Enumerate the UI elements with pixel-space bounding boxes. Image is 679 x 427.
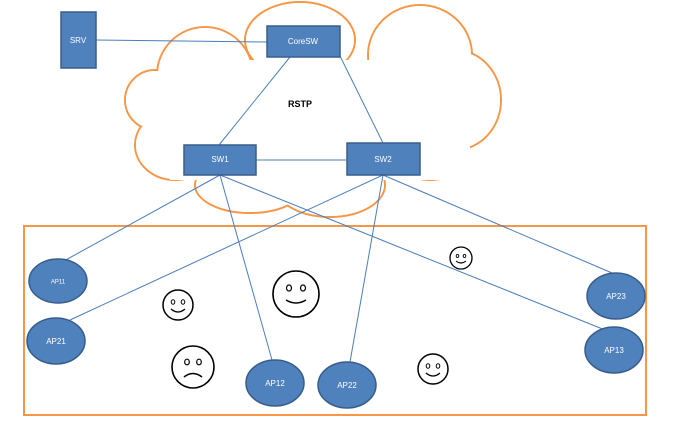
ap-ap22[interactable]: AP22 bbox=[317, 361, 377, 409]
ap-ap13[interactable]: AP13 bbox=[584, 326, 644, 374]
switch-coresw[interactable]: CoreSW bbox=[266, 25, 341, 58]
link-coresw-sw1 bbox=[218, 56, 291, 146]
sw1-label: SW1 bbox=[211, 155, 229, 164]
link-sw2-ap21 bbox=[69, 174, 384, 321]
link-sw1-ap13 bbox=[219, 174, 606, 331]
link-srv-coresw bbox=[95, 39, 268, 43]
link-sw1-ap11 bbox=[61, 174, 221, 263]
ap-ap21[interactable]: AP21 bbox=[26, 317, 86, 365]
ap22-label: AP22 bbox=[337, 381, 357, 390]
ap-ap23[interactable]: AP23 bbox=[586, 272, 646, 320]
smiley-face-icon bbox=[417, 353, 449, 385]
smiley-face-icon bbox=[449, 246, 473, 270]
ap-ap11[interactable]: AP11 bbox=[28, 258, 88, 304]
ap11-label: AP11 bbox=[51, 280, 66, 286]
ap12-label: AP12 bbox=[265, 379, 285, 388]
link-sw1-ap12 bbox=[219, 174, 273, 361]
ap-ap12[interactable]: AP12 bbox=[245, 359, 305, 407]
frowning-face-icon bbox=[171, 345, 215, 389]
switch-sw2[interactable]: SW2 bbox=[346, 142, 421, 176]
rstp-label: RSTP bbox=[288, 99, 312, 109]
link-coresw-sw2 bbox=[339, 55, 384, 144]
sw2-label: SW2 bbox=[374, 155, 392, 164]
ap21-label: AP21 bbox=[46, 337, 66, 346]
coresw-label: CoreSW bbox=[288, 37, 319, 46]
ap23-label: AP23 bbox=[606, 292, 626, 301]
link-sw2-ap22 bbox=[349, 174, 384, 363]
switch-srv[interactable]: SRV bbox=[60, 11, 97, 69]
smiley-face-icon bbox=[162, 289, 194, 321]
ap-area-boundary bbox=[23, 225, 647, 416]
srv-label: SRV bbox=[70, 36, 87, 45]
ap13-label: AP13 bbox=[604, 346, 624, 355]
switch-sw1[interactable]: SW1 bbox=[183, 144, 257, 176]
links bbox=[61, 39, 613, 363]
link-sw2-ap23 bbox=[382, 174, 613, 274]
smiley-face-icon bbox=[272, 270, 320, 318]
